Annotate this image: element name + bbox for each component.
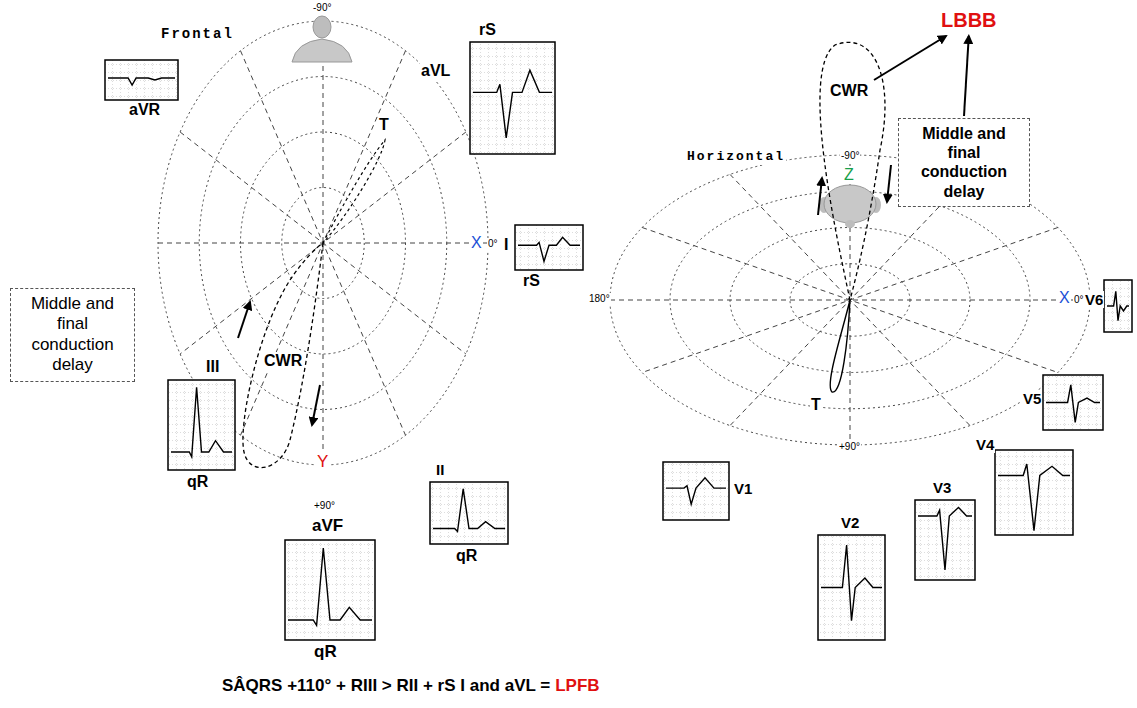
ecg-box — [470, 42, 555, 154]
note-text: Middle and final conduction delay — [905, 124, 1023, 201]
angle-label: -90° — [312, 2, 332, 14]
formula-line: SÂQRS +110° + RIII > RII + rS I and aVL … — [222, 676, 600, 696]
ecg-box — [995, 450, 1073, 535]
ecg-box — [663, 462, 729, 520]
ecg-box — [818, 535, 885, 640]
lead-name: aVR — [128, 101, 161, 119]
ecg-trace — [1107, 291, 1129, 320]
torso-figure — [292, 39, 352, 62]
lead-name: V6 — [1084, 291, 1104, 308]
lead-name: aVL — [420, 62, 451, 80]
lead-name: II — [435, 461, 445, 478]
diagnosis-label: LPFB — [555, 676, 599, 695]
loop-label: T — [810, 396, 822, 414]
ecg-trace — [918, 507, 972, 570]
loop-label: CWR — [829, 82, 869, 100]
ecg-box — [105, 60, 178, 100]
t-loop — [830, 300, 850, 392]
direction-arrow — [818, 178, 822, 215]
lead-name: aVF — [311, 516, 344, 536]
plane-title: Horizontal — [686, 150, 786, 165]
direction-arrow — [887, 165, 891, 202]
lead-axis — [241, 51, 406, 436]
ecg-box — [515, 225, 583, 270]
ecg-box — [915, 500, 975, 580]
ecg-box — [168, 380, 235, 470]
plane-title: Frontal — [160, 26, 235, 42]
note-text: Middle and final conduction delay — [17, 294, 128, 376]
ecg-box — [1104, 280, 1132, 332]
lead-axis — [730, 174, 970, 425]
ecg-trace — [998, 464, 1070, 531]
t-loop — [323, 140, 385, 243]
head-figure — [824, 185, 876, 223]
lead-name: I — [503, 236, 509, 254]
direction-arrow — [238, 302, 250, 338]
direction-arrow — [312, 385, 320, 425]
complex-label: rS — [522, 272, 541, 290]
ecg-trace — [171, 387, 232, 457]
nose-figure — [845, 220, 855, 228]
ecg-trace — [1046, 385, 1100, 422]
lead-axis — [730, 174, 970, 425]
lead-name: V1 — [733, 480, 753, 497]
pointer-arrow — [874, 36, 946, 80]
head-figure — [313, 16, 331, 38]
axis-label: Z — [843, 166, 855, 184]
axis-label: X — [1058, 289, 1071, 307]
complex-label: qR — [186, 473, 209, 491]
plane-ring — [199, 77, 447, 410]
lead-name: V4 — [975, 436, 995, 453]
criteria-text: SÂQRS +110° + RIII > RII + rS I and aVL … — [222, 676, 550, 695]
lead-axis — [180, 132, 466, 354]
ecg-trace — [108, 78, 175, 85]
qrs-loop — [243, 243, 323, 468]
note-box: Middle and final conduction delay — [10, 288, 135, 382]
angle-label: 180° — [588, 293, 611, 305]
ecg-box — [1043, 375, 1103, 430]
complex-label: rS — [478, 21, 497, 39]
note-box: Middle and final conduction delay — [898, 118, 1030, 207]
angle-label: 0° — [487, 238, 499, 250]
diagnosis-label: LBBB — [940, 9, 998, 32]
angle-label: -90° — [840, 150, 860, 162]
lead-name: III — [205, 358, 220, 376]
complex-label: qR — [455, 547, 478, 565]
loop-label: CWR — [263, 352, 303, 370]
ecg-trace — [288, 548, 372, 625]
axis-label: Y — [316, 452, 329, 472]
pointer-arrow — [964, 36, 969, 116]
ecg-trace — [433, 489, 505, 532]
lead-name: V3 — [932, 479, 952, 496]
ecg-trace — [473, 70, 552, 138]
ecg-box — [430, 482, 508, 544]
complex-label: qR — [313, 642, 338, 662]
angle-label: +90° — [313, 500, 336, 512]
ecg-trace — [821, 545, 882, 621]
angle-label: +90° — [838, 441, 861, 453]
loop-label: T — [378, 116, 390, 134]
ecg-box — [285, 540, 375, 640]
lead-name: V2 — [840, 514, 860, 531]
ecg-trace — [666, 478, 726, 504]
ecg-trace — [518, 237, 580, 261]
lead-name: V5 — [1022, 390, 1042, 407]
plane-ring — [670, 191, 1030, 409]
angle-label: 0° — [1073, 294, 1085, 306]
qrs-loop — [820, 42, 885, 300]
lead-axis — [241, 51, 406, 436]
axis-label: X — [470, 234, 483, 252]
